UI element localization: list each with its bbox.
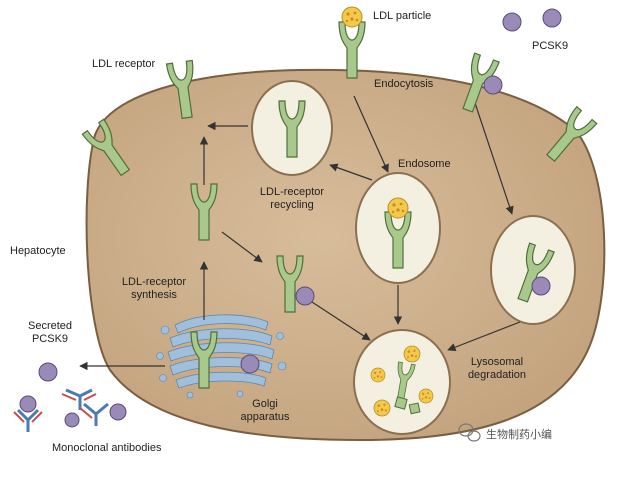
label-pcsk9: PCSK9 bbox=[532, 40, 569, 52]
label-secreted-pcsk9: Secreted PCSK9 bbox=[27, 320, 73, 345]
endosome-vesicle bbox=[355, 172, 441, 284]
ldl-particle bbox=[341, 6, 363, 28]
watermark-text: 生物制药小编 bbox=[486, 428, 552, 441]
pcsk9-bound-surface bbox=[483, 75, 503, 95]
pcsk9-endosome bbox=[531, 276, 551, 296]
ldl-particle-endosome bbox=[387, 197, 409, 219]
label-ldl-receptor: LDL receptor bbox=[92, 58, 156, 70]
lysosome-contents bbox=[370, 345, 434, 417]
pcsk9-golgi bbox=[240, 354, 260, 374]
pathway-arrows bbox=[79, 93, 521, 371]
pcsk9-secreted bbox=[38, 362, 58, 382]
label-monoclonal-antibodies: Monoclonal antibodies bbox=[52, 442, 162, 454]
pcsk9-free-2 bbox=[542, 8, 562, 28]
label-endocytosis: Endocytosis bbox=[374, 78, 434, 90]
label-ldl-receptor-recycling: LDL-receptor recycling bbox=[259, 186, 325, 211]
label-hepatocyte: Hepatocyte bbox=[10, 245, 66, 257]
label-golgi-apparatus: Golgi apparatus bbox=[240, 398, 290, 423]
pcsk9-bound-internal bbox=[295, 286, 315, 306]
label-ldl-particle: LDL particle bbox=[373, 10, 432, 22]
label-ldl-receptor-synthesis: LDL-receptor synthesis bbox=[121, 276, 187, 301]
label-lysosomal-degradation: Lysosomal degradation bbox=[467, 356, 527, 381]
monoclonal-antibodies bbox=[13, 388, 127, 432]
wechat-icon bbox=[458, 423, 481, 442]
pcsk9-free-1 bbox=[502, 12, 522, 32]
label-endosome: Endosome bbox=[398, 158, 451, 170]
